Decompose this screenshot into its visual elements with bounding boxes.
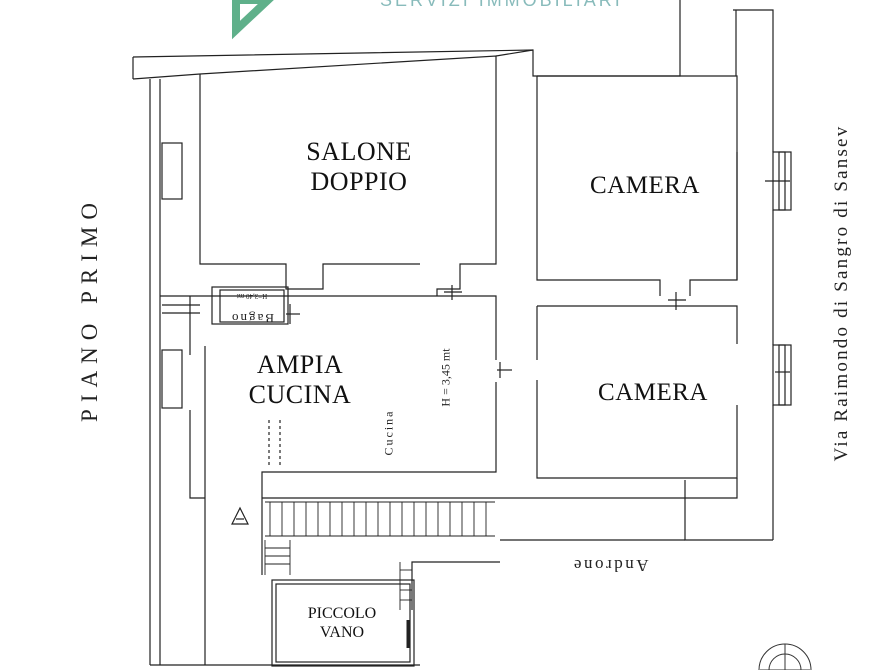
street-label: Via Raimondo di Sangro di Sansev bbox=[831, 124, 852, 462]
bagno-label: Bagno bbox=[230, 311, 274, 326]
watermark-text: SERVIZI IMMOBILIARI bbox=[380, 0, 623, 10]
room-label-camera-bottom: CAMERA bbox=[598, 379, 708, 406]
height-label: H = 3,45 mt bbox=[438, 348, 453, 407]
watermark-logo: SERVIZI IMMOBILIARI bbox=[232, 0, 623, 40]
room-label-line: AMPIA bbox=[256, 350, 344, 379]
room-label-cucina: AMPIA CUCINA bbox=[232, 352, 368, 408]
cucina-small-label: Cucina bbox=[381, 409, 396, 456]
room-label-line: PICCOLO bbox=[307, 605, 377, 622]
room-label-piccolo-vano: PICCOLO VANO bbox=[290, 606, 394, 641]
bagno-height-label: H=3,40 mt bbox=[236, 292, 268, 300]
room-label-line: VANO bbox=[319, 624, 365, 641]
room-label-camera-top: CAMERA bbox=[590, 172, 700, 199]
floor-label: PIANO PRIMO bbox=[77, 196, 102, 422]
room-label-line: SALONE bbox=[306, 137, 412, 166]
room-label-line: CUCINA bbox=[248, 380, 352, 409]
room-label-salone: SALONE DOPPIO bbox=[290, 139, 428, 195]
room-label-line: DOPPIO bbox=[310, 167, 408, 196]
androne-label: Androne bbox=[571, 556, 649, 575]
walls bbox=[132, 0, 792, 667]
compass-icon bbox=[758, 643, 812, 670]
